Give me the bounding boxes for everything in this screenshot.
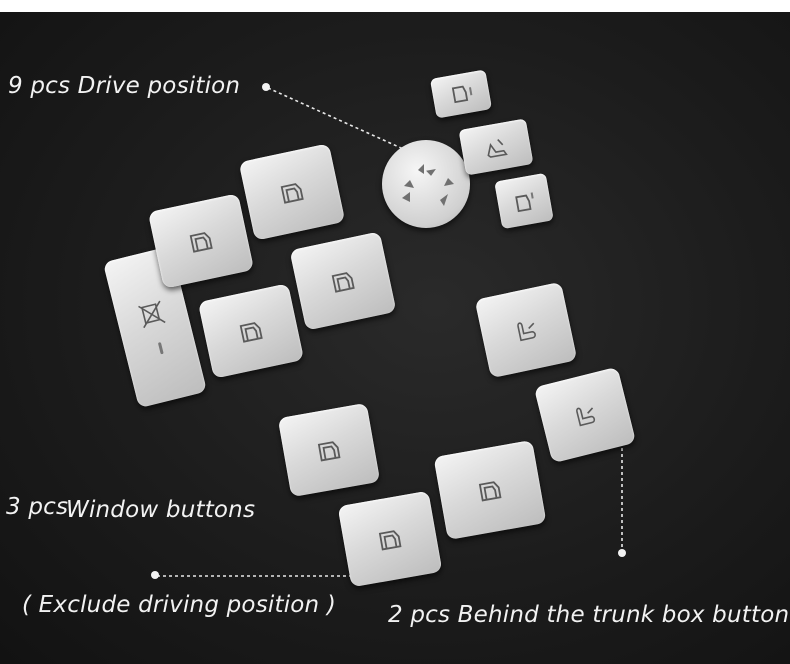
window-buttons-label: Window buttons: [66, 497, 256, 523]
window-button-7: [337, 490, 443, 588]
drive-position-label: 9 pcs Drive position: [8, 73, 241, 99]
seat-button-2: [458, 118, 534, 176]
trunk-buttons-label: 2 pcs Behind the trunk box button: [388, 602, 790, 628]
seat-adjust-icon: [517, 322, 536, 342]
seat-adjust-icon: [487, 139, 508, 158]
leader-dot-trunk: [618, 549, 626, 557]
seat-button-1: [429, 69, 493, 119]
trunk-button-2: [533, 366, 637, 464]
window-switch-icon: [515, 192, 534, 213]
child-lock-icon: [138, 300, 166, 329]
window-switch-icon: [451, 85, 473, 104]
window-button-5: [277, 402, 381, 498]
mirror-direction-pad: [382, 140, 470, 228]
leader-dot-drive: [262, 83, 270, 91]
window-switch-icon: [189, 232, 213, 253]
leader-lines: [157, 87, 623, 577]
product-photo: 9 pcs Drive position 3 pcs Window button…: [0, 12, 790, 664]
window-switch-icon: [331, 272, 355, 293]
window-switch-icon: [478, 481, 502, 502]
seat-button-3: [494, 172, 554, 230]
exclude-driving-label: ( Exclude driving position ): [22, 592, 337, 618]
direction-pad-icon: [402, 164, 454, 206]
indicator-slot: [157, 342, 164, 355]
window-button-2: [238, 143, 346, 241]
window-switch-icon: [280, 183, 304, 204]
seat-adjust-icon: [576, 407, 596, 427]
window-buttons-count-label: 3 pcs: [6, 494, 69, 520]
window-button-3: [197, 283, 305, 379]
window-button-4: [289, 231, 397, 331]
window-switch-icon: [378, 530, 402, 551]
window-switch-icon: [317, 441, 341, 462]
window-switch-icon: [239, 322, 263, 343]
trunk-button-1: [474, 281, 578, 379]
child-lock-strip: [102, 245, 208, 409]
window-button-6: [433, 439, 547, 541]
leader-dot-exclude: [151, 571, 159, 579]
window-button-1: [147, 193, 255, 289]
